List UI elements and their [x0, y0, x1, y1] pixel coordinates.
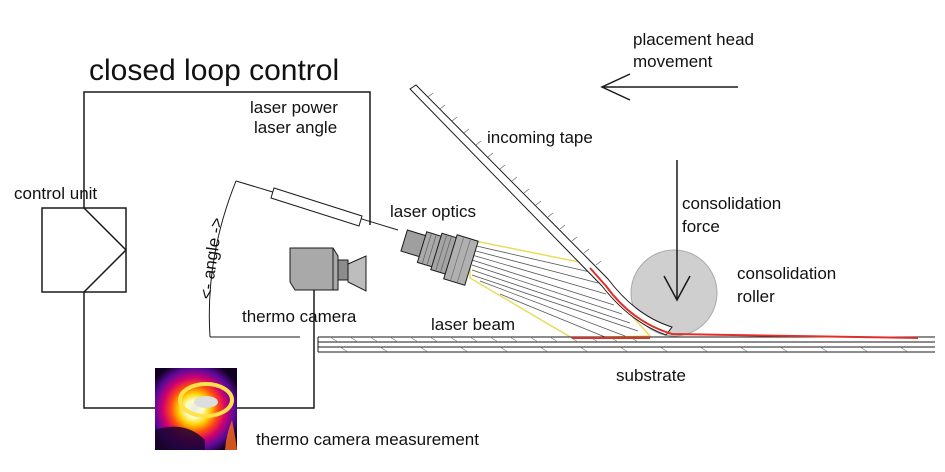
control-loop-wiring: [83, 91, 371, 409]
laser-beam-label: laser beam: [431, 315, 515, 334]
angle-indicator: [208, 180, 300, 338]
control-unit: [41, 207, 128, 293]
heated-zone: [589, 267, 919, 339]
consolidation-force-arrow: [663, 160, 691, 302]
control-unit-label: control unit: [14, 184, 97, 203]
incoming-tape-label: incoming tape: [487, 128, 593, 147]
placement-head-movement-arrow: [600, 73, 738, 101]
camera-signal-line: [237, 285, 315, 409]
laser-optics-body: [400, 229, 479, 286]
substrate: [317, 336, 935, 353]
incoming-tape-ticks: [427, 92, 602, 266]
control-unit-symbol: [83, 207, 128, 293]
consolidation-force-label: consolidation: [682, 194, 781, 213]
substrate-hatch: [329, 336, 909, 353]
thermo-camera-label: thermo camera: [242, 307, 357, 326]
laser-fiber-sleeve: [270, 187, 363, 227]
substrate-label: substrate: [616, 366, 686, 385]
loop-line-bottom: [83, 292, 155, 409]
control-unit-box: [41, 207, 127, 293]
thermal-image-icon: [155, 368, 237, 450]
laser-beam: [469, 239, 652, 339]
laser-optics: [270, 187, 479, 286]
incoming-tape: [409, 84, 919, 339]
laser-optics-label: laser optics: [390, 202, 476, 221]
video-camera-icon: [289, 247, 367, 292]
movement-label: movement: [633, 52, 713, 71]
laser-power-label: laser power: [250, 98, 338, 117]
roller-label: roller: [737, 287, 775, 306]
loop-line-top: [83, 91, 371, 225]
angle-ref-upper: [235, 180, 277, 194]
thermo-camera-measurement-label: thermo camera measurement: [256, 430, 479, 449]
laser-angle-label: laser angle: [254, 118, 337, 137]
laser-beam-rays: [471, 244, 639, 338]
consolidation-roller-label: consolidation: [737, 264, 836, 283]
angle-arc: [208, 180, 237, 338]
angle-label: <- angle ->: [196, 216, 226, 300]
diagram-title: closed loop control: [89, 54, 339, 87]
placement-head-label: placement head: [633, 30, 754, 49]
force-label: force: [682, 217, 720, 236]
incoming-tape-strip: [409, 84, 673, 336]
